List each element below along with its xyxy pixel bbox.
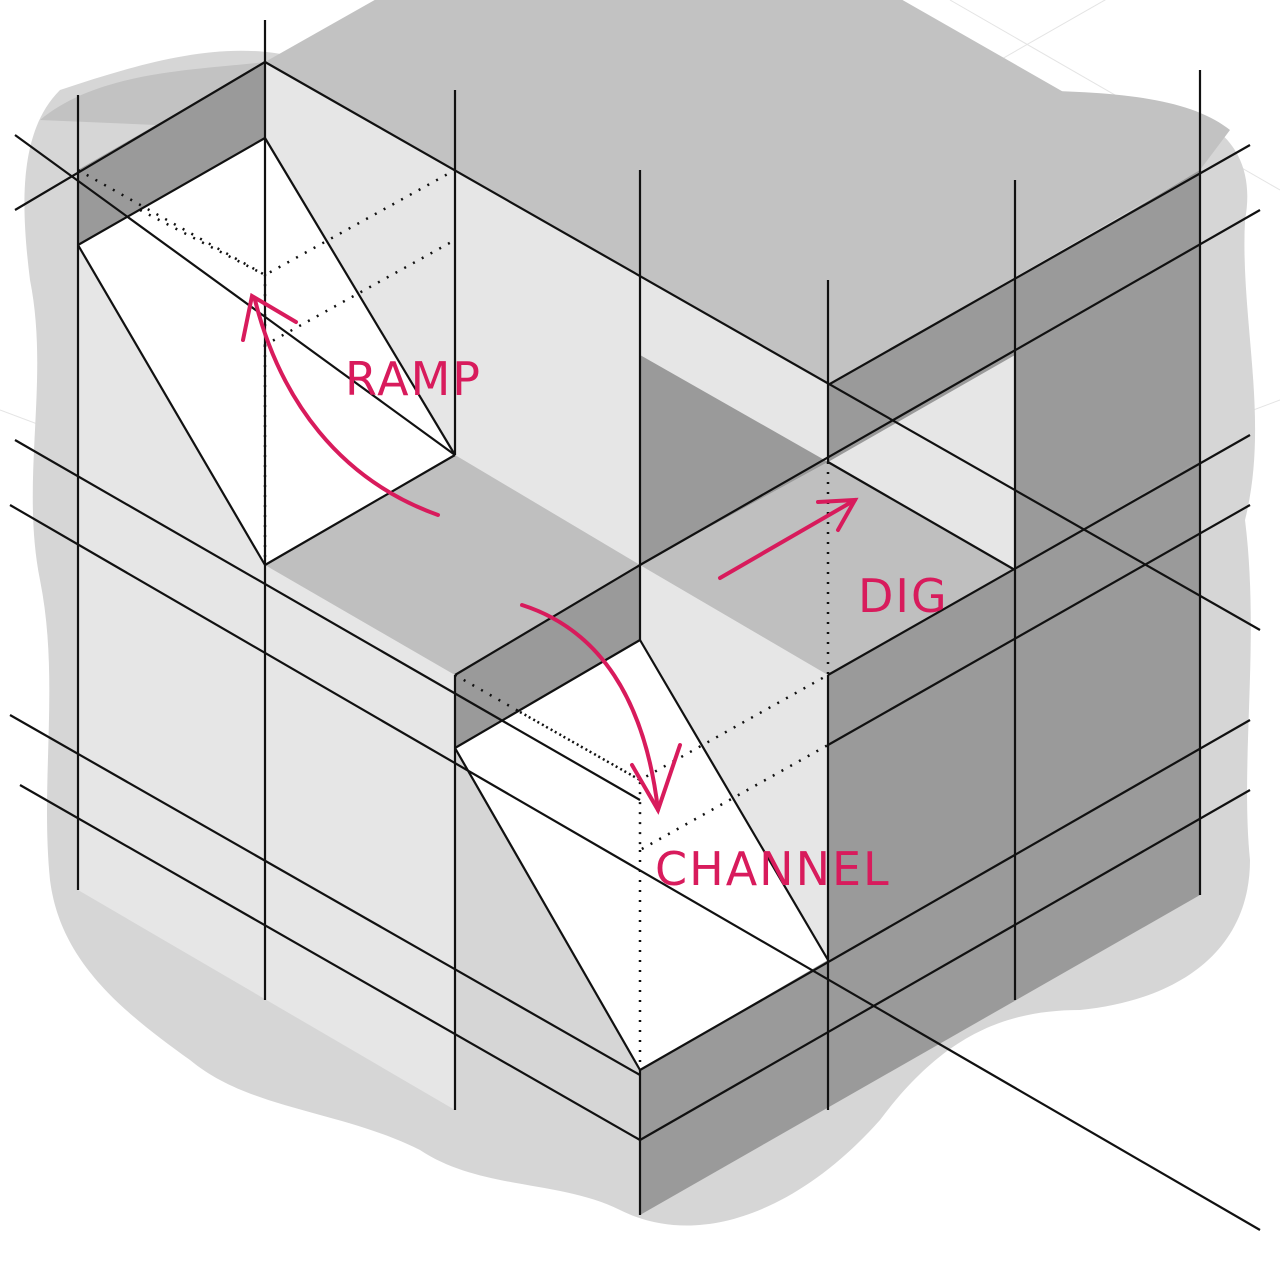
dig-arrow-head xyxy=(816,497,859,532)
annotations xyxy=(241,292,859,815)
channel-label: CHANNEL xyxy=(655,842,891,896)
dig-back-light xyxy=(640,277,828,462)
left-front-face xyxy=(78,245,455,1110)
dig-right-light xyxy=(828,355,1015,570)
dig-upper-dark xyxy=(828,280,1015,462)
dig-arrow xyxy=(718,498,857,580)
ramp-arrow xyxy=(253,298,440,517)
dig-label: DIG xyxy=(858,569,949,623)
channel-side-wall xyxy=(640,565,828,960)
faces xyxy=(78,0,1200,1215)
ramp-arrow-head xyxy=(241,292,298,342)
hidden-dotted-lines xyxy=(77,168,830,1070)
right-front-dark xyxy=(640,460,1200,1215)
edge-lines xyxy=(9,20,1261,1231)
dig-dark-wall xyxy=(640,355,828,565)
channel-arrow xyxy=(520,603,660,812)
upper-light-wall xyxy=(455,171,640,565)
channel-back-dark xyxy=(455,565,640,748)
ramp-label: RAMP xyxy=(345,352,482,406)
top-face xyxy=(265,0,1200,385)
ramp-surface xyxy=(78,138,455,565)
channel-arrow-head xyxy=(630,743,682,815)
ramp-back-dark xyxy=(78,62,265,245)
